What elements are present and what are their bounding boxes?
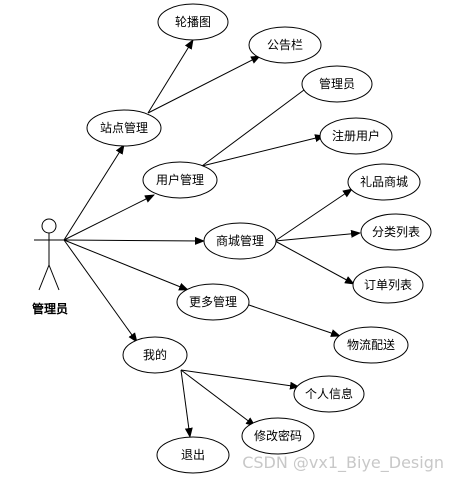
edge-mine-info (180, 369, 300, 390)
usecase-registered-user: 注册用户 (319, 117, 393, 155)
usecase-personal-info: 个人信息 (293, 375, 365, 413)
edge-actor-site-mgmt (63, 144, 125, 241)
usecase-more-mgmt: 更多管理 (176, 283, 250, 321)
usecase-site-mgmt-label: 站点管理 (100, 120, 148, 135)
usecase-carousel-label: 轮播图 (175, 15, 211, 29)
edge-actor-mine (63, 239, 138, 343)
usecase-mall-mgmt: 商城管理 (203, 222, 277, 260)
usecase-logistics-label: 物流配送 (347, 337, 395, 352)
actor-label: 管理员 (32, 301, 68, 316)
usecase-user-mgmt: 用户管理 (142, 161, 218, 199)
usecase-mine: 我的 (122, 336, 188, 374)
edge-mall-category (274, 229, 361, 242)
usecase-change-password: 修改密码 (241, 417, 315, 455)
usecase-category-list-label: 分类列表 (372, 225, 420, 239)
usecase-more-mgmt-label: 更多管理 (189, 294, 237, 309)
edge-user-registered (201, 134, 325, 167)
edge-actor-more-mgmt (63, 239, 189, 291)
usecase-notice-board-label: 公告栏 (267, 37, 303, 52)
edge-more-logistics (245, 303, 341, 337)
usecase-notice-board: 公告栏 (248, 26, 322, 64)
usecase-category-list: 分类列表 (360, 213, 432, 251)
usecase-logout: 退出 (156, 436, 230, 474)
edge-mine-password (180, 369, 256, 427)
edge-user-admin (201, 83, 313, 167)
actor-left-leg (38, 264, 50, 291)
edge-actor-user-mgmt (63, 194, 155, 241)
edge-mine-logout (180, 369, 193, 438)
edge-mall-order (274, 240, 355, 285)
edge-site-carousel (147, 39, 194, 114)
usecase-change-password-label: 修改密码 (254, 428, 302, 443)
usecase-site-mgmt: 站点管理 (86, 109, 162, 147)
usecase-gift-mall: 礼品商城 (347, 163, 421, 201)
actor-figure (34, 218, 64, 291)
usecase-logout-label: 退出 (181, 448, 205, 462)
actor-right-leg (48, 264, 60, 291)
usecase-user-mgmt-label: 用户管理 (156, 172, 204, 187)
usecase-admin-label: 管理员 (319, 76, 355, 91)
usecase-personal-info-label: 个人信息 (305, 386, 353, 401)
usecase-admin: 管理员 (301, 65, 373, 103)
usecase-gift-mall-label: 礼品商城 (360, 174, 408, 189)
edge-mall-gift (274, 188, 353, 242)
usecase-logistics: 物流配送 (333, 326, 409, 364)
edge-site-notice (147, 55, 261, 114)
usecase-mall-mgmt-label: 商城管理 (216, 233, 264, 248)
usecase-carousel: 轮播图 (157, 3, 229, 41)
usecase-order-list: 订单列表 (352, 266, 424, 304)
actor-head (41, 218, 57, 234)
usecase-order-list-label: 订单列表 (364, 278, 412, 292)
watermark-text: CSDN @vx1_Biye_Design (242, 453, 444, 473)
usecase-registered-user-label: 注册用户 (332, 128, 380, 143)
edge-actor-mall-mgmt (63, 236, 205, 245)
usecase-mine-label: 我的 (143, 347, 167, 362)
